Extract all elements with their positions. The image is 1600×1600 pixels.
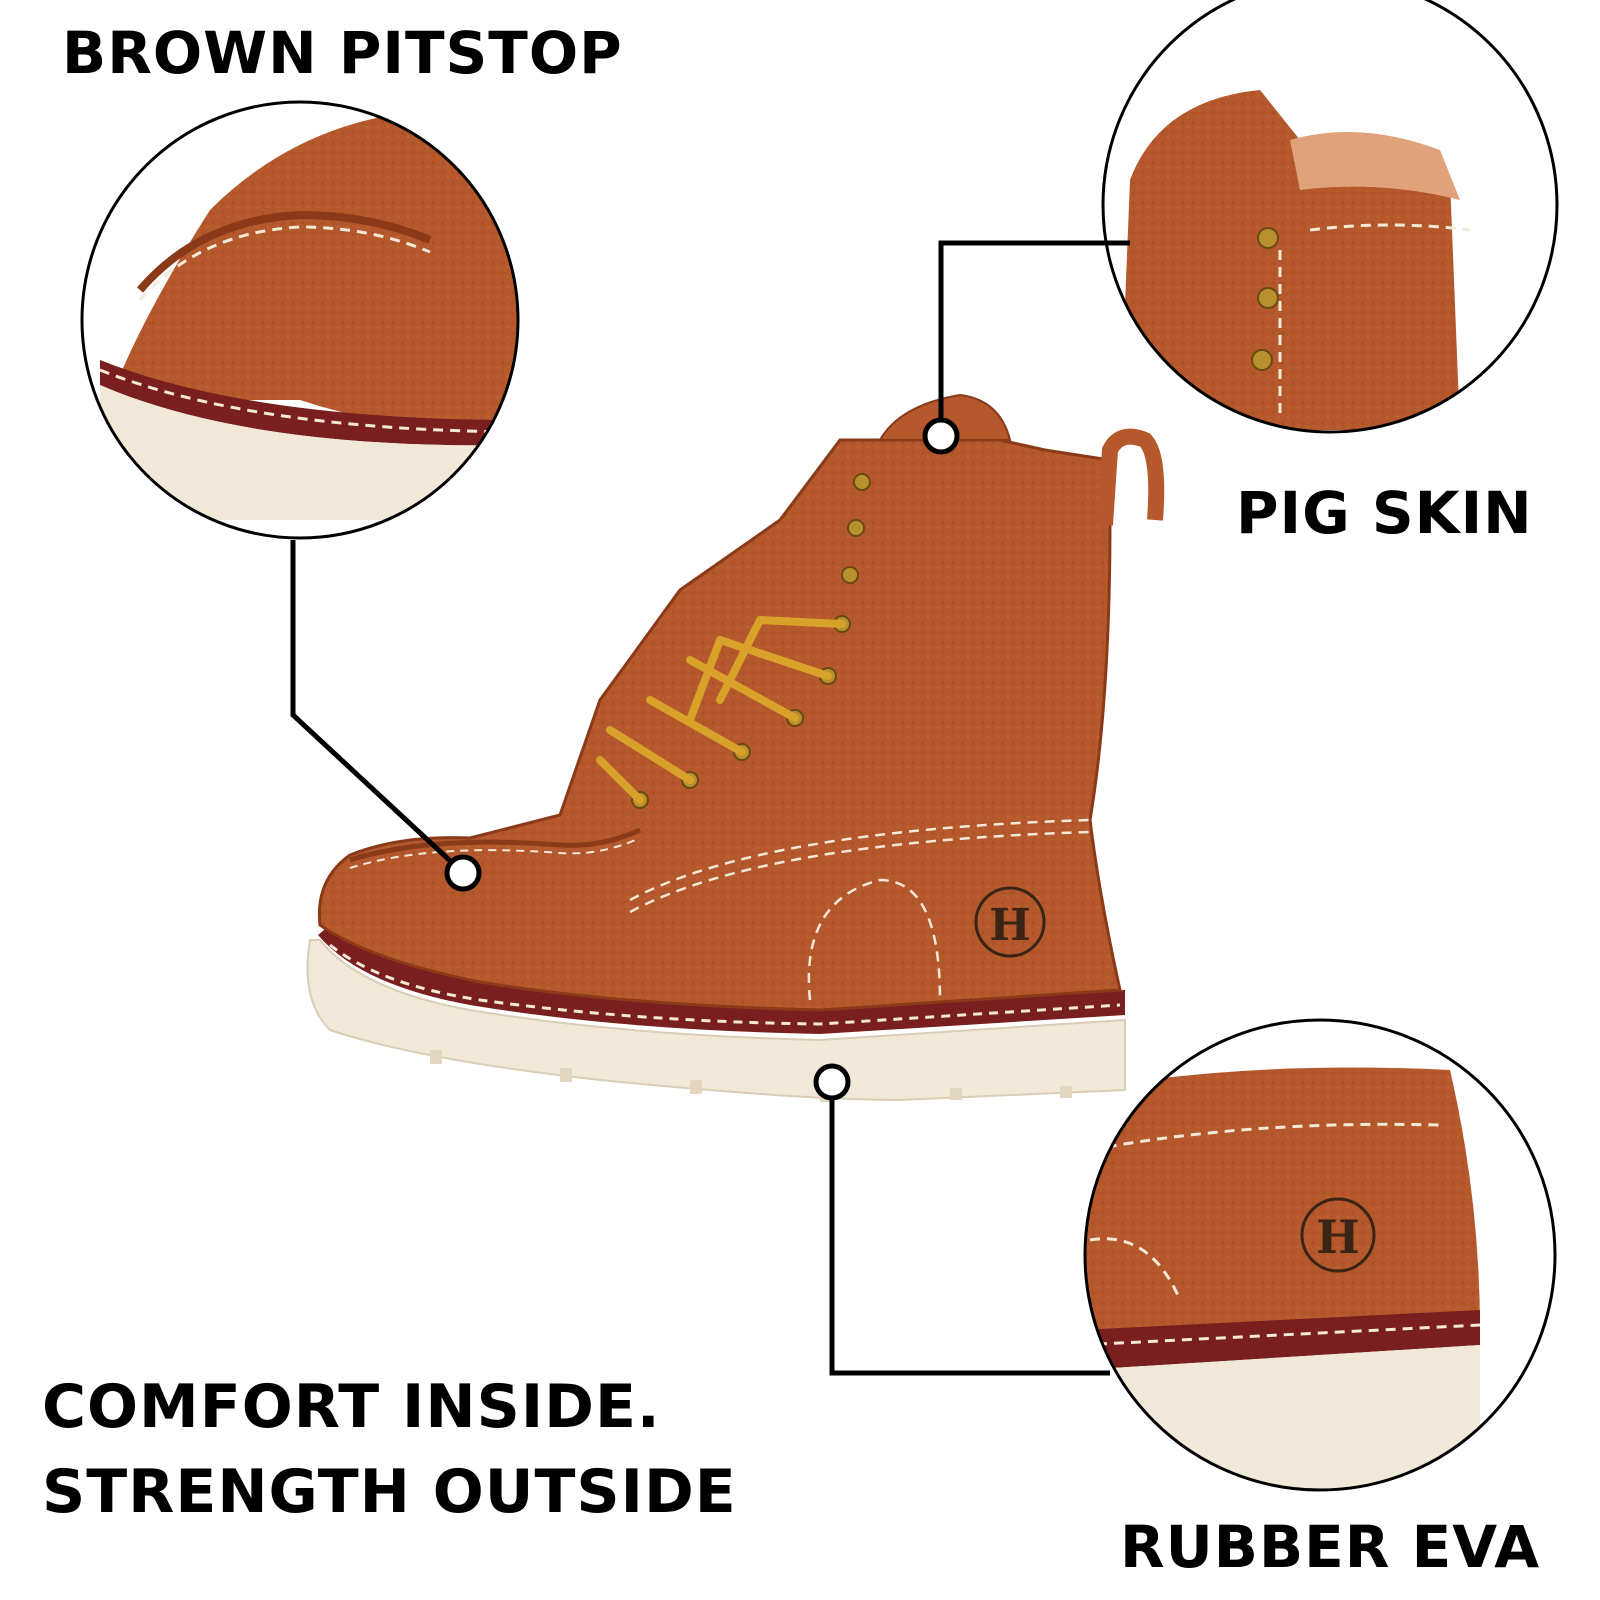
- tagline-line-1: COMFORT INSIDE.: [42, 1372, 661, 1442]
- boot-upper: [317, 438, 1122, 1012]
- brand-logo-icon: H: [974, 886, 1046, 958]
- svg-text:H: H: [1316, 1210, 1359, 1264]
- tagline-line-2: STRENGTH OUTSIDE: [42, 1457, 737, 1527]
- svg-text:H: H: [989, 900, 1031, 951]
- pull-loop: [1097, 428, 1165, 526]
- collar-detail-circle: [1101, 0, 1559, 434]
- sole-callout-label: RUBBER EVA: [1120, 1513, 1541, 1581]
- toe-detail-circle: [80, 100, 520, 540]
- callout-dots: [444, 417, 960, 1101]
- product-title: BROWN PITSTOP: [62, 19, 623, 87]
- boot-sole: [306, 939, 1126, 1102]
- main-boot: H: [306, 393, 1165, 1102]
- collar-callout-label: PIG SKIN: [1236, 479, 1533, 547]
- callout-lines: [290, 240, 1130, 1376]
- boot-welt: [318, 925, 1125, 1034]
- heel-detail-circle: H: [1083, 1018, 1557, 1492]
